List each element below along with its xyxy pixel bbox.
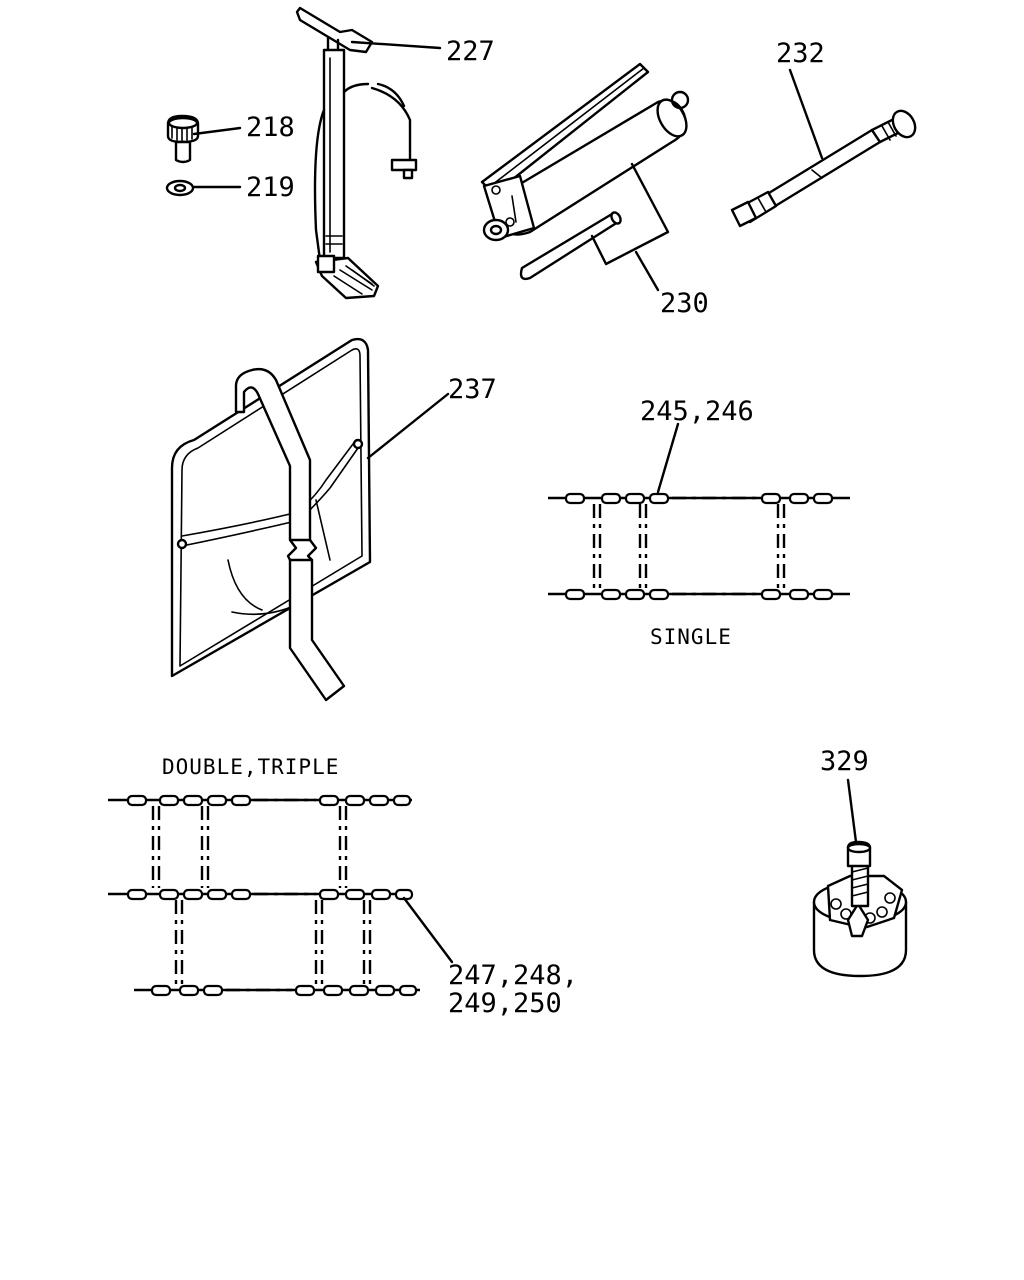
caption-double-triple: DOUBLE,TRIPLE: [162, 755, 339, 779]
single-chain: [548, 422, 850, 601]
valve-cap-part: [166, 114, 242, 164]
hub-tool: [812, 778, 908, 978]
chain-row-3-links: [150, 984, 418, 997]
callout-249-250: 249,250: [448, 988, 562, 1019]
callout-329: 329: [820, 746, 869, 777]
chain-cross-links-lower: [174, 900, 372, 984]
single-chain-top-links: [564, 492, 834, 505]
tool-bag: [170, 337, 450, 702]
caption-single: SINGLE: [650, 625, 732, 649]
callout-218: 218: [246, 112, 295, 143]
chain-cross-links-upper: [151, 806, 348, 888]
grease-gun: [480, 62, 690, 292]
grease-hose: [730, 68, 917, 228]
callout-227: 227: [446, 36, 495, 67]
tire-pump: [295, 6, 442, 300]
callout-245-246: 245,246: [640, 396, 754, 427]
callout-230: 230: [660, 288, 709, 319]
callout-219: 219: [246, 172, 295, 203]
single-chain-bottom-links: [564, 588, 834, 601]
washer-part: [165, 179, 242, 197]
callout-237: 237: [448, 374, 497, 405]
callout-247-248: 247,248,: [448, 960, 578, 991]
double-triple-chain: [108, 794, 454, 997]
chain-row-2-links: [126, 888, 414, 901]
callout-232: 232: [776, 38, 825, 69]
chain-row-1-links: [126, 794, 412, 807]
single-chain-cross-links: [592, 504, 786, 588]
